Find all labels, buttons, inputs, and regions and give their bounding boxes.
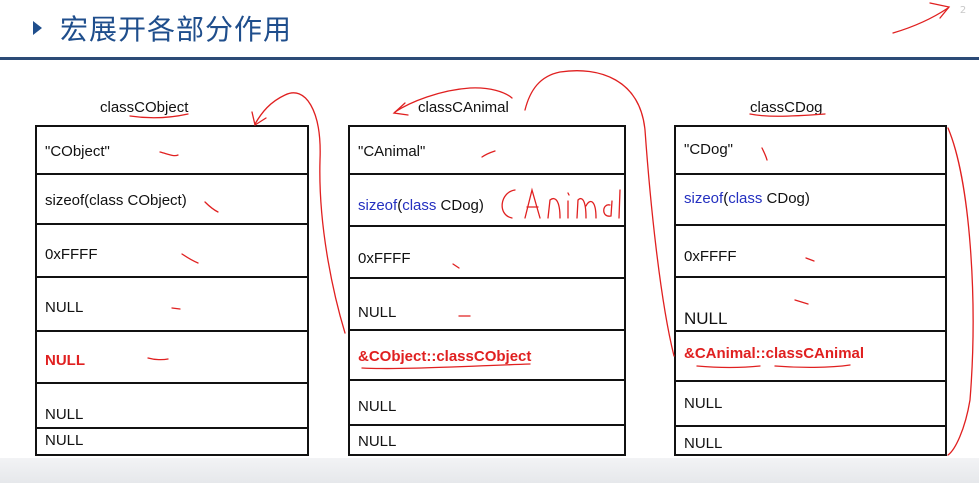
table-row: "CDog" bbox=[676, 127, 945, 175]
table-row: "CObject" bbox=[37, 127, 307, 175]
table-row: NULL bbox=[676, 382, 945, 427]
table-row: sizeof(class CObject) bbox=[37, 175, 307, 225]
title-divider bbox=[0, 57, 979, 60]
cell-text: sizeof(class CDog) bbox=[684, 190, 810, 207]
cell-text: &CObject::classCObject bbox=[358, 348, 532, 365]
table-row: NULL bbox=[37, 278, 307, 332]
table-row: NULL bbox=[37, 384, 307, 429]
cell-text: NULL bbox=[358, 433, 397, 450]
annotation-stroke bbox=[251, 111, 267, 127]
cell-text: NULL bbox=[45, 352, 85, 369]
annotation-stroke bbox=[392, 102, 409, 116]
cell-text: 0xFFFF bbox=[684, 248, 737, 265]
table-row: 0xFFFF bbox=[676, 226, 945, 278]
cell-text: "CObject" bbox=[45, 143, 110, 160]
cell-text: 0xFFFF bbox=[45, 246, 98, 263]
table-row: NULL bbox=[37, 332, 307, 384]
table-label-cobject: classCObject bbox=[100, 99, 189, 116]
table-label-cdog: classCDog bbox=[750, 99, 823, 116]
table-row: sizeof(class CDog) bbox=[676, 175, 945, 226]
cell-text: &CAnimal::classCAnimal bbox=[684, 345, 865, 362]
table-cobject: "CObject" sizeof(class CObject) 0xFFFF N… bbox=[35, 125, 309, 456]
cell-text: NULL bbox=[358, 398, 397, 415]
table-row: NULL bbox=[350, 426, 624, 454]
cell-text: NULL bbox=[45, 299, 84, 316]
cell-text: NULL bbox=[358, 304, 397, 321]
cell-text: "CAnimal" bbox=[358, 143, 426, 160]
table-row: 0xFFFF bbox=[37, 225, 307, 278]
table-row: NULL bbox=[350, 381, 624, 426]
cell-text: NULL bbox=[684, 435, 723, 452]
table-row: NULL bbox=[37, 429, 307, 454]
cell-text: NULL bbox=[45, 406, 84, 423]
table-row: NULL bbox=[676, 427, 945, 454]
slide-title: 宏展开各部分作用 bbox=[60, 13, 293, 46]
table-canimal: "CAnimal" sizeof(class CDog) 0xFFFF NULL… bbox=[348, 125, 626, 456]
cell-text: 0xFFFF bbox=[358, 250, 411, 267]
table-label-canimal: classCAnimal bbox=[418, 99, 509, 116]
cell-text: sizeof(class CObject) bbox=[45, 192, 187, 209]
table-row: sizeof(class CDog) bbox=[350, 175, 624, 227]
cell-text: "CDog" bbox=[684, 141, 733, 158]
table-row: NULL bbox=[676, 278, 945, 332]
cell-text: sizeof(class CDog) bbox=[358, 197, 484, 214]
table-row: "CAnimal" bbox=[350, 127, 624, 175]
annotation-stroke bbox=[947, 127, 974, 456]
cell-text: NULL bbox=[684, 395, 723, 412]
bullet-arrow-icon bbox=[33, 21, 42, 35]
table-row: NULL bbox=[350, 279, 624, 331]
table-row: &CAnimal::classCAnimal bbox=[676, 332, 945, 382]
cell-text: NULL bbox=[45, 432, 84, 449]
table-row: &CObject::classCObject bbox=[350, 331, 624, 381]
table-row: 0xFFFF bbox=[350, 227, 624, 279]
cell-text: NULL bbox=[684, 309, 728, 328]
bottom-bar bbox=[0, 458, 979, 483]
slide-header: 宏展开各部分作用 2 bbox=[0, 0, 979, 60]
page-number: 2 bbox=[959, 5, 967, 16]
table-cdog: "CDog" sizeof(class CDog) 0xFFFF NULL &C… bbox=[674, 125, 947, 456]
